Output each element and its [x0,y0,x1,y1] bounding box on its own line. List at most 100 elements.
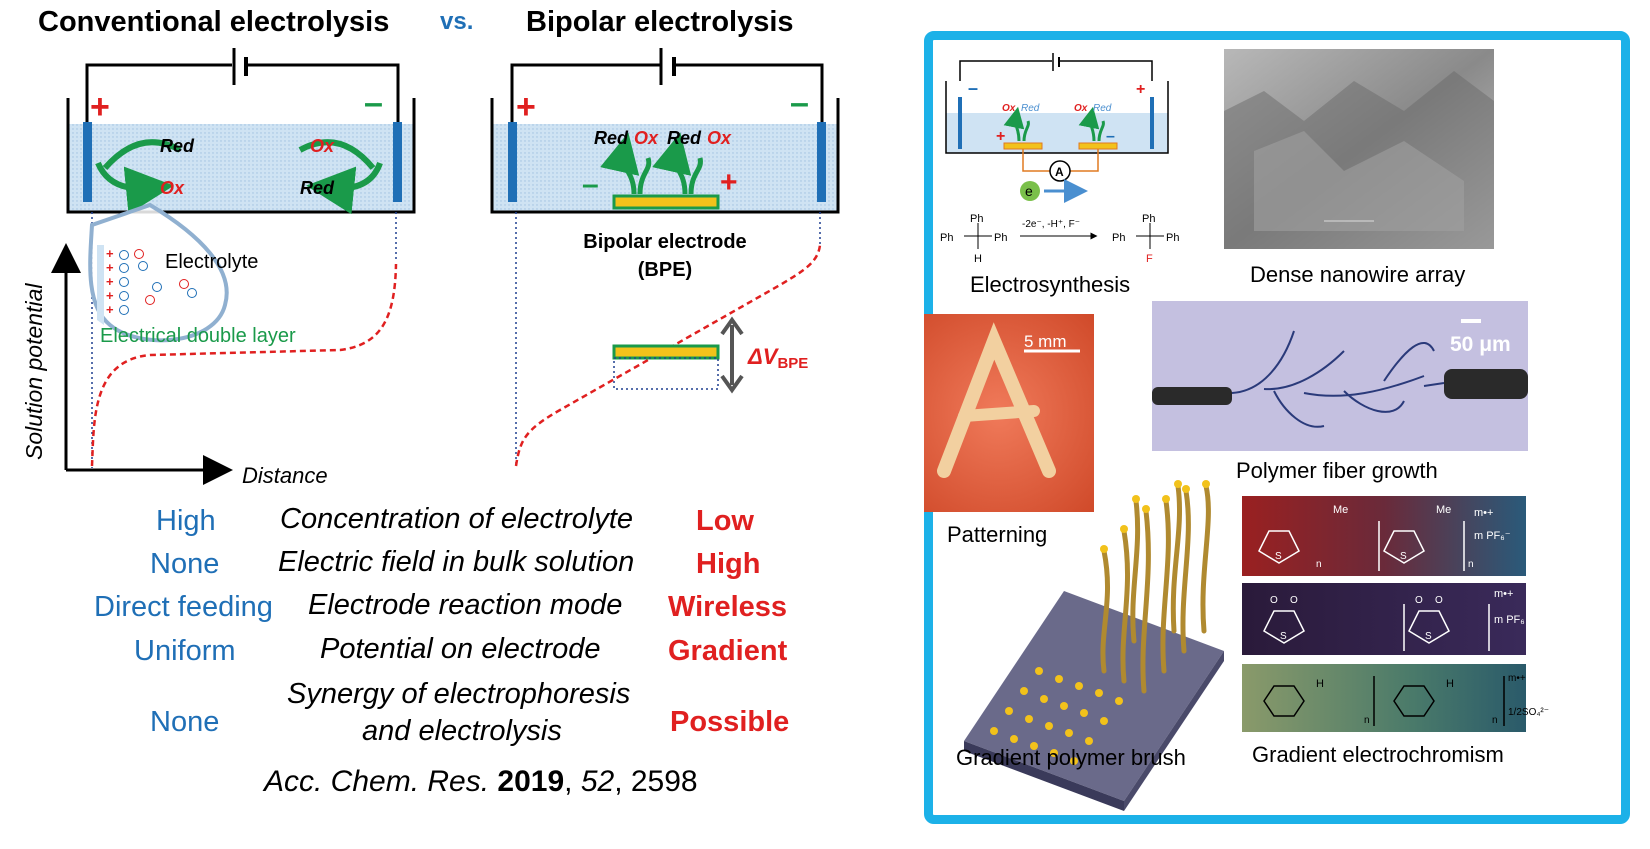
bip-2: High [696,548,761,580]
svg-text:+: + [106,302,114,317]
svg-text:O: O [1415,595,1423,606]
scale-bar-50um: 50 μm [1450,333,1511,356]
double-layer-bubble [88,202,229,343]
svg-text:S: S [1280,631,1287,642]
electrolysis-diagram: + – Red Ox Ox Red + – Red Ox Red Ox – + … [21,48,840,488]
svg-text:S: S [1425,631,1432,642]
conv-1: High [156,505,216,537]
svg-text:Ph: Ph [970,213,983,225]
citation: Acc. Chem. Res. 2019, 52, 2598 [264,765,698,798]
electrode-anode [83,122,92,202]
green-arrow-left [95,161,174,215]
bipolar-cell [490,48,840,467]
svg-text:Me: Me [1436,504,1451,516]
svg-text:Red: Red [667,128,702,148]
svg-text:Ph: Ph [1166,232,1179,244]
svg-text:m PF₆: m PF₆ [1494,614,1525,626]
svg-text:S: S [1275,551,1282,562]
bip-4: Gradient [668,635,788,667]
bip-3: Wireless [668,591,788,623]
brush-image [964,480,1224,811]
svg-text:+: + [106,246,114,261]
electrode-cathode [393,122,402,202]
svg-text:H: H [1446,678,1454,690]
svg-text:+: + [106,288,114,303]
prop-5a: Synergy of electrophoresis [287,678,631,710]
svg-text:Ox: Ox [634,128,659,148]
y-axis-label: Solution potential [21,283,47,460]
svg-text:Ph: Ph [1142,213,1155,225]
caption-fiber: Polymer fiber growth [1236,458,1438,483]
prop-2: Electric field in bulk solution [278,546,635,578]
svg-text:O: O [1290,595,1298,606]
svg-text:F: F [1146,253,1153,265]
svg-text:+: + [106,260,114,275]
bpe-label-1: Bipolar electrode [583,231,746,253]
svg-text:n: n [1492,715,1498,726]
caption-nanowire: Dense nanowire array [1250,262,1466,287]
svg-text:+: + [720,166,738,199]
potential-curve-bipolar [514,244,822,467]
potential-curve-conventional [90,263,398,467]
electron-label: e [1025,183,1033,199]
svg-text:+: + [1136,81,1145,98]
caption-electrochromism: Gradient electrochromism [1252,742,1504,767]
svg-text:–: – [968,78,978,98]
green-arrow-right [306,161,383,215]
svg-text:n: n [1468,559,1474,570]
svg-text:Red: Red [1021,103,1040,114]
reaction-conditions: -2e⁻, -H⁺, F⁻ [1022,219,1080,230]
prop-5b: and electrolysis [362,715,562,747]
electrochromism-image [1242,496,1526,732]
cathode-minus: – [364,84,383,122]
svg-text:Me: Me [1333,504,1348,516]
svg-text:m•+: m•+ [1508,673,1526,684]
electrosynthesis-cell [945,53,1169,249]
double-layer-label: Electrical double layer [100,325,296,347]
svg-text:m•+: m•+ [1494,588,1513,600]
svg-text:H: H [974,253,982,265]
conventional-cell [66,48,416,468]
axes [51,243,233,485]
bipolar-electrode [612,194,720,210]
svg-text:+: + [106,274,114,289]
caption-brush: Gradient polymer brush [956,745,1186,770]
anode-plus: + [90,88,110,126]
svg-text:m PF₆⁻: m PF₆⁻ [1474,530,1511,542]
title-bipolar: Bipolar electrolysis [526,6,794,38]
nanowire-image [1224,49,1494,249]
applications-graphics: – + Ox Red Ox Red + – A e Ph Ph Ph H -2e… [924,49,1549,811]
svg-text:Red: Red [1093,103,1112,114]
svg-text:Ph: Ph [1112,232,1125,244]
bip-1: Low [696,505,754,537]
electrolyte-label: Electrolyte [165,251,258,273]
svg-text:Ph: Ph [940,232,953,244]
fiber-image [1152,301,1528,451]
svg-text:Ox: Ox [707,128,732,148]
delta-v-label: ΔVBPE [747,344,808,372]
svg-text:+: + [996,128,1005,145]
ions: + + + + + [106,246,197,317]
green-arrow-left-top [102,139,182,170]
svg-text:–: – [582,168,599,201]
bpe-label-2: (BPE) [638,259,692,281]
caption-patterning: Patterning [947,522,1048,547]
label-ox-left: Ox [160,178,185,198]
label-ox-right: Ox [310,136,335,156]
bipolar-plus: + [516,88,536,126]
bip-5: Possible [670,706,790,738]
conv-2: None [150,548,220,580]
svg-text:Ox: Ox [1074,103,1088,114]
svg-text:S: S [1400,551,1407,562]
label-red-left: Red [160,136,195,156]
x-axis-label: Distance [242,463,328,488]
svg-text:H: H [1316,678,1324,690]
scale-bar-5mm: 5 mm [1024,332,1067,351]
prop-1: Concentration of electrolyte [280,503,634,535]
bipolar-minus: – [790,84,809,122]
svg-text:O: O [1270,595,1278,606]
svg-text:Red: Red [594,128,629,148]
svg-text:m•+: m•+ [1474,507,1493,519]
svg-text:–: – [1106,128,1115,145]
conv-5: None [150,706,220,738]
